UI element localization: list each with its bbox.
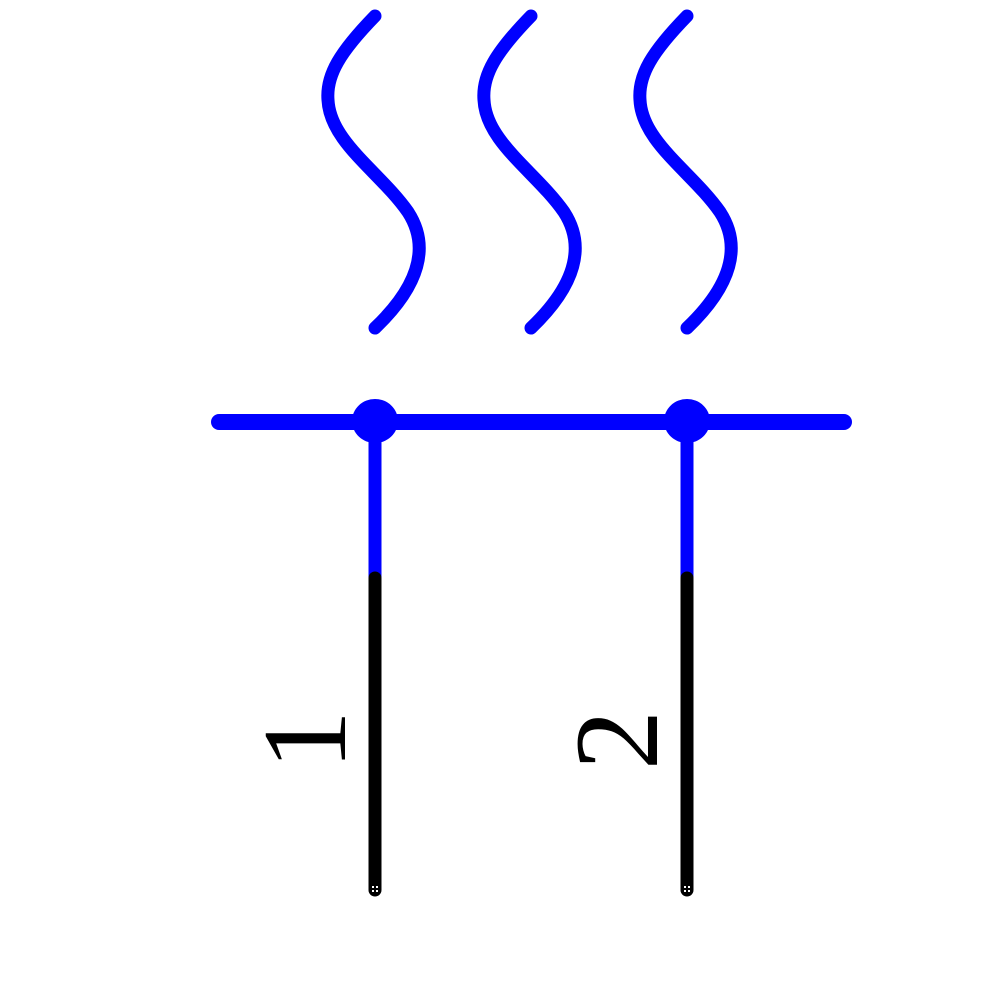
heat-waves [321, 9, 738, 335]
pin-1-end-marker [372, 886, 378, 892]
pin-1-label: 1 [238, 710, 371, 770]
heat-wave-1 [321, 9, 426, 335]
junction-dot-1 [352, 399, 398, 443]
heat-wave-3 [633, 9, 738, 335]
pin-2-label: 2 [550, 710, 683, 770]
heat-wave-2 [477, 9, 582, 335]
pin-2-end-marker [684, 886, 690, 892]
junction-dot-2 [664, 399, 710, 443]
